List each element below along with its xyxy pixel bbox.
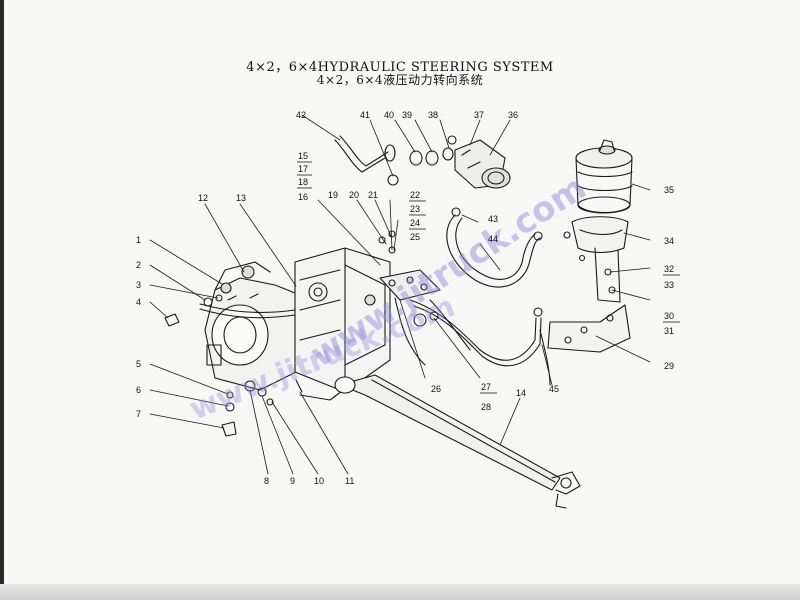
return-hose — [446, 207, 543, 288]
part-label: 14 — [516, 388, 526, 398]
scan-bottom-edge — [0, 584, 800, 600]
part-label: 40 — [384, 110, 394, 120]
part-label: 25 — [410, 232, 420, 242]
part-label: 33 — [664, 280, 674, 290]
part-label: 29 — [664, 361, 674, 371]
part-label: 42 — [296, 110, 306, 120]
diagram-title-chinese: 4×2，6×4液压动力转向系统 — [316, 73, 484, 87]
part-label: 24 — [410, 218, 420, 228]
fasteners — [164, 230, 543, 437]
part-label: 13 — [236, 193, 246, 203]
part-label: 36 — [508, 110, 518, 120]
part-label: 3 — [136, 280, 141, 290]
mounting-bracket — [547, 304, 631, 353]
drag-link-rod — [334, 374, 581, 509]
part-label: 18 — [298, 177, 308, 187]
part-label: 41 — [360, 110, 370, 120]
part-label: 22 — [410, 190, 420, 200]
label-underlines — [297, 161, 680, 394]
part-label: 12 — [198, 193, 208, 203]
hose-bracket-plate — [379, 269, 441, 301]
part-label: 9 — [290, 476, 295, 486]
part-label: 28 — [481, 402, 491, 412]
part-label: 43 — [488, 214, 498, 224]
part-label: 5 — [136, 359, 141, 369]
diagram-title-english: 4×2，6×4HYDRAULIC STEERING SYSTEM — [246, 60, 554, 75]
part-label: 30 — [664, 311, 674, 321]
reservoir-bracket — [563, 216, 629, 303]
part-label: 38 — [428, 110, 438, 120]
part-label: 15 — [298, 151, 308, 161]
part-number-labels: 1 2 3 4 5 6 7 8 9 10 11 12 13 14 15 17 1… — [136, 110, 674, 486]
part-label: 4 — [136, 297, 141, 307]
steering-pump — [409, 135, 511, 189]
part-label: 11 — [345, 476, 354, 486]
part-label: 19 — [328, 190, 338, 200]
part-label: 23 — [410, 204, 420, 214]
part-label: 39 — [402, 110, 412, 120]
part-label: 45 — [549, 384, 559, 394]
part-label: 44 — [488, 234, 498, 244]
part-label: 20 — [349, 190, 359, 200]
part-label: 7 — [136, 409, 141, 419]
part-label: 6 — [136, 385, 141, 395]
part-label: 2 — [136, 260, 141, 270]
frame-bracket — [294, 247, 391, 401]
scan-edge — [0, 0, 4, 600]
oil-reservoir — [575, 139, 633, 214]
part-label: 35 — [664, 185, 674, 195]
part-label: 17 — [298, 164, 308, 174]
part-label: 37 — [474, 110, 484, 120]
part-label: 16 — [298, 192, 308, 202]
part-label: 10 — [314, 476, 324, 486]
part-label: 21 — [368, 190, 378, 200]
leader-lines — [149, 114, 651, 475]
part-label: 1 — [136, 235, 141, 245]
steering-gear-housing — [204, 261, 301, 391]
part-label: 32 — [664, 264, 674, 274]
part-label: 8 — [264, 476, 269, 486]
part-label: 31 — [664, 326, 674, 336]
part-label: 26 — [431, 384, 441, 394]
upper-hose — [334, 135, 399, 186]
part-label: 27 — [481, 382, 491, 392]
part-label: 34 — [664, 236, 674, 246]
